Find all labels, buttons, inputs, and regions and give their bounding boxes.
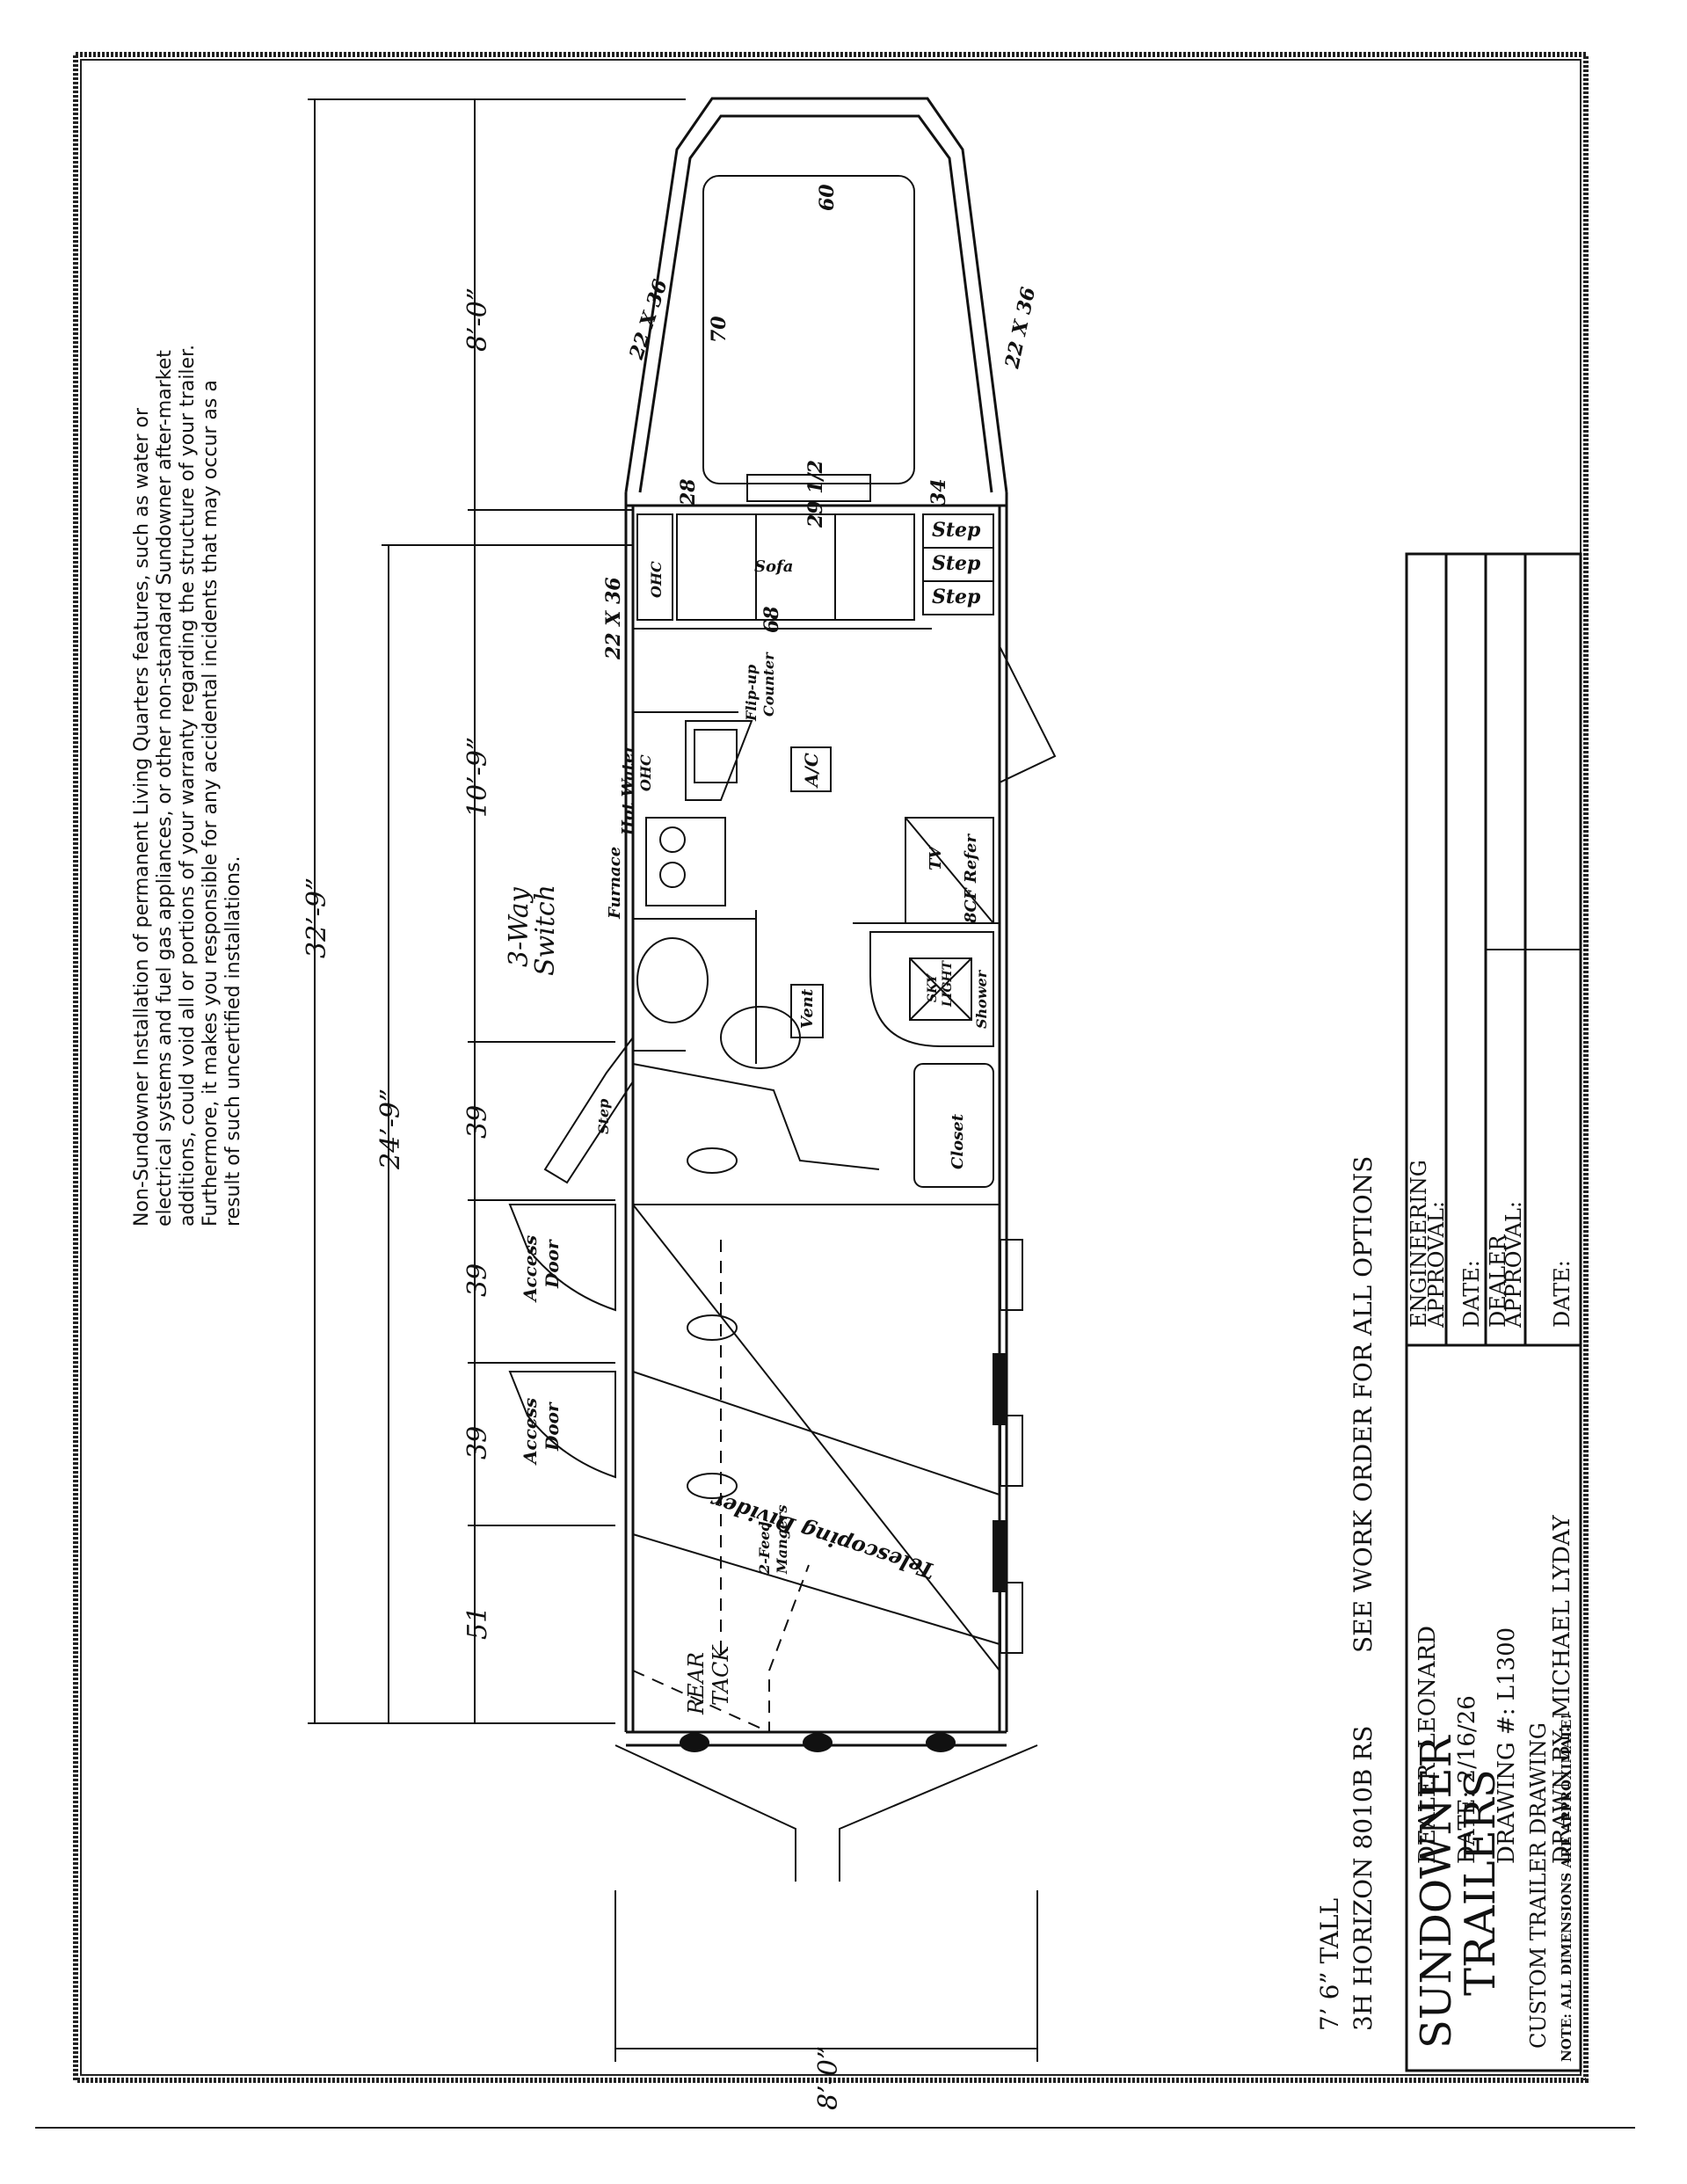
title-custom: CUSTOM TRAILER DRAWING: [1526, 1722, 1551, 2049]
title-drawn-by: DRAWN BY: MICHAEL LYDAY: [1549, 1514, 1575, 1864]
lq-interior: [543, 513, 1057, 1205]
label-hot-water: Hot Water: [619, 743, 637, 836]
label-switch: Switch: [530, 885, 561, 976]
disclaimer-line-1: Non-Sundowner Installation of permanent …: [131, 407, 153, 1227]
trailer-outline: [624, 97, 1008, 1747]
title-note: NOTE: ALL DIMENSIONS ARE APPROXIMATE!: [1559, 1714, 1574, 2062]
label-door-1: Door: [542, 1239, 563, 1289]
title-model: 3H HORIZON 8010B RS: [1349, 1726, 1378, 2031]
label-step-3: Step: [932, 586, 981, 608]
label-closet: Closet: [949, 1113, 967, 1169]
label-shower: Shower: [973, 969, 990, 1029]
label-counter: Counter: [760, 652, 777, 717]
disclaimer-line-3: additions, could void all or portions of…: [177, 345, 199, 1227]
title-height: 7’ 6” TALL: [1315, 1898, 1344, 2031]
sheet-border: [35, 52, 1635, 2129]
dim-overall-length: 32’-9”: [302, 877, 332, 958]
label-three-way: 3-Way: [504, 886, 534, 967]
title-block: [1405, 552, 1582, 2072]
title-brand-2: TRAILERS: [1456, 1769, 1505, 1996]
label-ohc-front: OHC: [648, 561, 665, 598]
plan-labels: 22 X 36 22 X 36 22 X 36 60 70 29 1/2 28 …: [504, 184, 1040, 1715]
title-date: DATE: 2/16/26: [1454, 1695, 1480, 1864]
label-flip-up: Flip-up: [743, 665, 760, 722]
label-telescoping-divider: Telescoping Divider: [707, 1488, 938, 1584]
label-feed: 2-Feed: [756, 1521, 773, 1575]
label-dim-34: 34: [927, 478, 950, 506]
label-ohc-galley: OHC: [637, 754, 654, 791]
title-eng-approval-1: ENGINEERING: [1407, 1160, 1431, 1328]
disclaimer-line-2: electrical systems and fuel gas applianc…: [154, 350, 176, 1227]
dim-width: 8’-0”: [813, 2046, 844, 2110]
title-dealer: DEALER: LEONARD: [1414, 1626, 1441, 1864]
dim-horse-length: 24’-9”: [375, 1088, 406, 1170]
label-step-1: Step: [932, 519, 981, 542]
label-sofa-length: 68: [760, 606, 783, 633]
dim-stall-39-a: 39: [462, 1105, 493, 1139]
label-step-2: Step: [932, 552, 981, 575]
label-sofa: Sofa: [754, 557, 793, 576]
disclaimer-line-5: result of such uncertified installations…: [222, 856, 244, 1227]
disclaimer-note: Non-Sundowner Installation of permanent …: [131, 345, 244, 1227]
label-window-nose-right: 22 X 36: [1000, 285, 1040, 371]
label-bed-length: 70: [708, 316, 731, 343]
label-access-1: Access: [520, 1235, 541, 1303]
title-brand-1: SUNDOWNER: [1412, 1734, 1461, 2049]
label-mangers: Mangers: [774, 1504, 790, 1575]
title-dealer-approval-1: DEALER: [1486, 1234, 1510, 1328]
label-dim-28: 28: [677, 478, 700, 506]
label-ac: A/C: [801, 753, 822, 789]
label-step-width: 29 1/2: [804, 460, 827, 528]
label-sky: SKY: [926, 972, 940, 1002]
label-step-door: Step: [595, 1099, 612, 1134]
label-bed-width: 60: [816, 184, 839, 211]
dimension-lines: [308, 98, 1038, 2062]
label-refer: 8CF Refer: [962, 833, 980, 924]
label-door-2: Door: [542, 1401, 563, 1452]
label-tv: TV: [927, 845, 945, 870]
disclaimer-line-4: Furthermore, it makes you responsible fo…: [200, 380, 222, 1227]
label-access-2: Access: [520, 1398, 541, 1466]
label-window-lq: 22 X 36: [602, 577, 625, 660]
dim-stall-39-c: 39: [462, 1426, 493, 1460]
dim-nose-length: 8’-0”: [462, 288, 493, 352]
dim-stall-51: 51: [462, 1606, 493, 1640]
dimension-text: 32’-9” 24’-9” 8’-0” 10’-9” 39 39 39 51 8…: [302, 288, 844, 2110]
dim-stall-39-b: 39: [462, 1263, 493, 1297]
title-date-a: DATE:: [1459, 1260, 1484, 1328]
title-block-text: 7’ 6” TALL 3H HORIZON 8010B RS SEE WORK …: [1315, 1156, 1575, 2062]
title-work-order: SEE WORK ORDER FOR ALL OPTIONS: [1349, 1156, 1378, 1653]
title-date-b: DATE:: [1550, 1260, 1574, 1328]
title-drawing-number: DRAWING #: L1300: [1494, 1627, 1520, 1864]
nose-bed: [702, 175, 915, 502]
horse-area: [508, 1204, 1038, 1882]
label-vent: Vent: [798, 988, 817, 1029]
title-dealer-approval-2: APPROVAL:: [1502, 1201, 1526, 1329]
label-rear: REAR: [684, 1652, 709, 1715]
label-tack: TACK: [709, 1644, 733, 1706]
label-furnace: Furnace: [606, 847, 624, 920]
title-eng-approval-2: APPROVAL:: [1424, 1201, 1449, 1329]
label-light: LIGHT: [941, 959, 955, 1008]
dim-lq-length: 10’-9”: [462, 737, 493, 818]
